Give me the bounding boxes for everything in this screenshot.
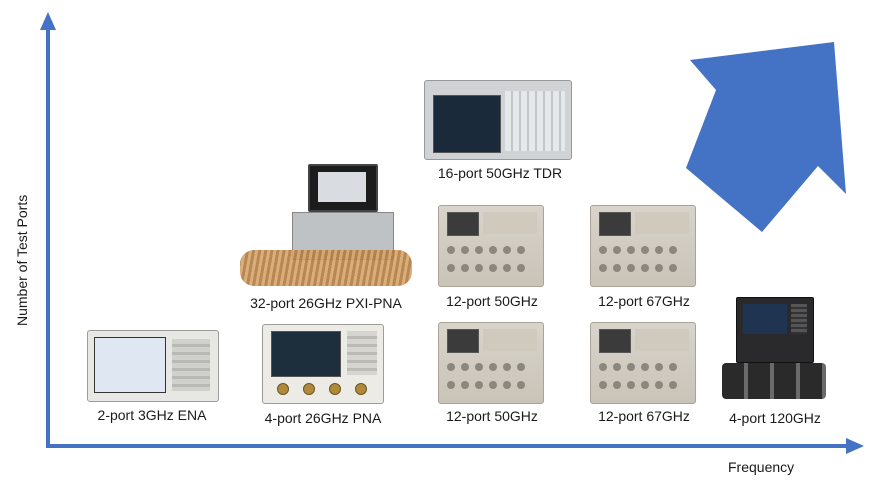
label-32-port-26ghz-pxi-pna: 32-port 26GHz PXI-PNA (250, 295, 402, 311)
instrument-16-port-tdr (424, 80, 572, 160)
y-axis-arrowhead (40, 12, 56, 30)
label-12-port-67ghz-upper: 12-port 67GHz (598, 293, 690, 309)
label-4-port-26ghz-pna: 4-port 26GHz PNA (264, 410, 382, 426)
label-2-port-3ghz-ena: 2-port 3GHz ENA (97, 407, 207, 423)
instrument-2-port-ena (87, 330, 219, 402)
instrument-12-port-67ghz-lower (590, 322, 696, 404)
label-12-port-50ghz-lower: 12-port 50GHz (446, 408, 538, 424)
y-axis-label: Number of Test Ports (14, 194, 30, 326)
label-12-port-50ghz-upper: 12-port 50GHz (446, 293, 538, 309)
instrument-12-port-50ghz-lower (438, 322, 544, 404)
trend-arrow (686, 42, 846, 232)
label-4-port-120ghz: 4-port 120GHz (729, 410, 821, 426)
instrument-12-port-50ghz-upper (438, 205, 544, 287)
label-16-port-50ghz-tdr: 16-port 50GHz TDR (437, 165, 563, 181)
instrument-4-port-120ghz (722, 297, 826, 401)
x-axis-label: Frequency (728, 459, 795, 475)
x-axis-arrowhead (846, 438, 864, 454)
laptop-icon (308, 164, 378, 212)
instrument-32-port-pxi-pna (240, 164, 412, 290)
instrument-4-port-pna (262, 324, 384, 404)
label-12-port-67ghz-lower: 12-port 67GHz (598, 408, 690, 424)
instrument-12-port-67ghz-upper (590, 205, 696, 287)
